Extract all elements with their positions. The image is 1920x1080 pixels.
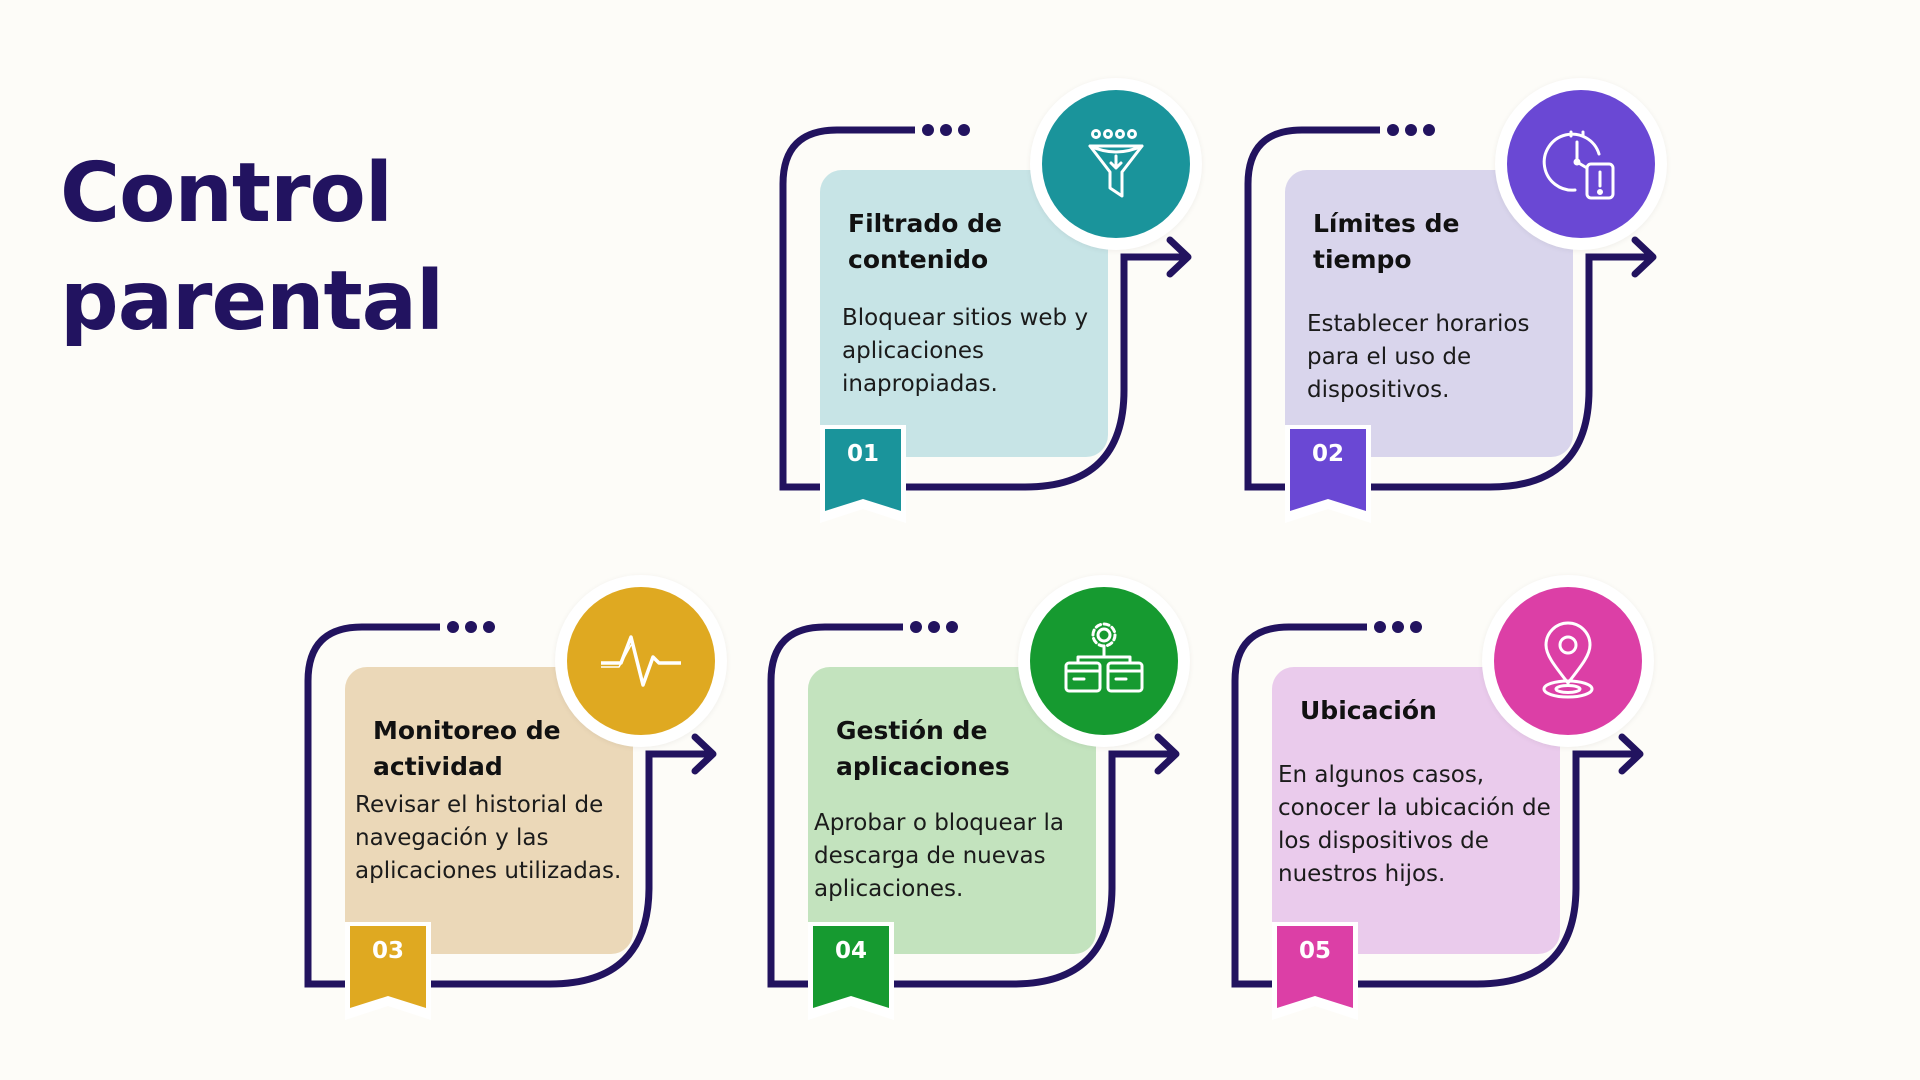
step-card-3: Monitoreo de actividad Revisar el histor… bbox=[295, 567, 855, 1027]
title-line-1: Control bbox=[60, 146, 393, 241]
dot-3 bbox=[958, 124, 970, 136]
dot-3 bbox=[946, 621, 958, 633]
dot-2 bbox=[1392, 621, 1404, 633]
dot-3 bbox=[1410, 621, 1422, 633]
step-description: Aprobar o bloquear la descarga de nuevas… bbox=[814, 810, 1064, 902]
step-badge: 01 bbox=[820, 425, 906, 527]
step-number: 03 bbox=[371, 938, 404, 964]
step-title: Gestión de aplicaciones bbox=[836, 716, 1010, 781]
step-number: 04 bbox=[834, 938, 867, 964]
dot-3 bbox=[483, 621, 495, 633]
step-frame-3 bbox=[304, 621, 717, 988]
step-card-1: Filtrado de contenido Bloquear sitios we… bbox=[770, 70, 1330, 530]
dot-2 bbox=[928, 621, 940, 633]
dot-1 bbox=[447, 621, 459, 633]
step-title: Ubicación bbox=[1300, 696, 1437, 725]
step-icon-holder bbox=[1482, 575, 1654, 747]
step-badge: 03 bbox=[345, 922, 431, 1024]
dot-2 bbox=[465, 621, 477, 633]
location-pin-icon bbox=[1494, 587, 1642, 735]
step-icon-holder bbox=[1495, 78, 1667, 250]
step-number: 05 bbox=[1298, 938, 1331, 964]
step-title: Monitoreo de actividad bbox=[373, 716, 561, 781]
step-description: Bloquear sitios web y aplicaciones inapr… bbox=[842, 305, 1089, 397]
dot-1 bbox=[1374, 621, 1386, 633]
dot-3 bbox=[1423, 124, 1435, 136]
step-card-5: Ubicación En algunos casos, conocer la u… bbox=[1222, 567, 1782, 1027]
step-description: Establecer horarios para el uso de dispo… bbox=[1307, 311, 1530, 403]
activity-pulse-icon bbox=[567, 587, 715, 735]
step-frame-4 bbox=[767, 621, 1180, 988]
step-icon-holder bbox=[555, 575, 727, 747]
step-frame-1 bbox=[779, 124, 1192, 491]
filter-funnel-icon bbox=[1042, 90, 1190, 238]
step-frame-5 bbox=[1231, 621, 1644, 988]
clock-alert-icon bbox=[1507, 90, 1655, 238]
dot-2 bbox=[940, 124, 952, 136]
step-title: Filtrado de contenido bbox=[848, 209, 1002, 274]
dot-1 bbox=[1387, 124, 1399, 136]
step-title: Límites de tiempo bbox=[1313, 209, 1460, 274]
step-description: En algunos casos, conocer la ubicación d… bbox=[1278, 762, 1551, 887]
dot-1 bbox=[910, 621, 922, 633]
step-badge: 04 bbox=[808, 922, 894, 1024]
step-card-4: Gestión de aplicaciones Aprobar o bloque… bbox=[758, 567, 1318, 1027]
step-number: 02 bbox=[1311, 441, 1344, 467]
dot-2 bbox=[1405, 124, 1417, 136]
page-title: Control parental bbox=[60, 140, 444, 356]
step-description: Revisar el historial de navegación y las… bbox=[355, 792, 622, 884]
step-badge: 05 bbox=[1272, 922, 1358, 1024]
step-card-2: Límites de tiempo Establecer horarios pa… bbox=[1235, 70, 1795, 530]
step-badge: 02 bbox=[1285, 425, 1371, 527]
dot-1 bbox=[922, 124, 934, 136]
step-icon-holder bbox=[1030, 78, 1202, 250]
step-number: 01 bbox=[846, 441, 879, 467]
gear-boxes-icon bbox=[1030, 587, 1178, 735]
title-line-2: parental bbox=[60, 254, 444, 349]
step-frame-2 bbox=[1244, 124, 1657, 491]
step-icon-holder bbox=[1018, 575, 1190, 747]
